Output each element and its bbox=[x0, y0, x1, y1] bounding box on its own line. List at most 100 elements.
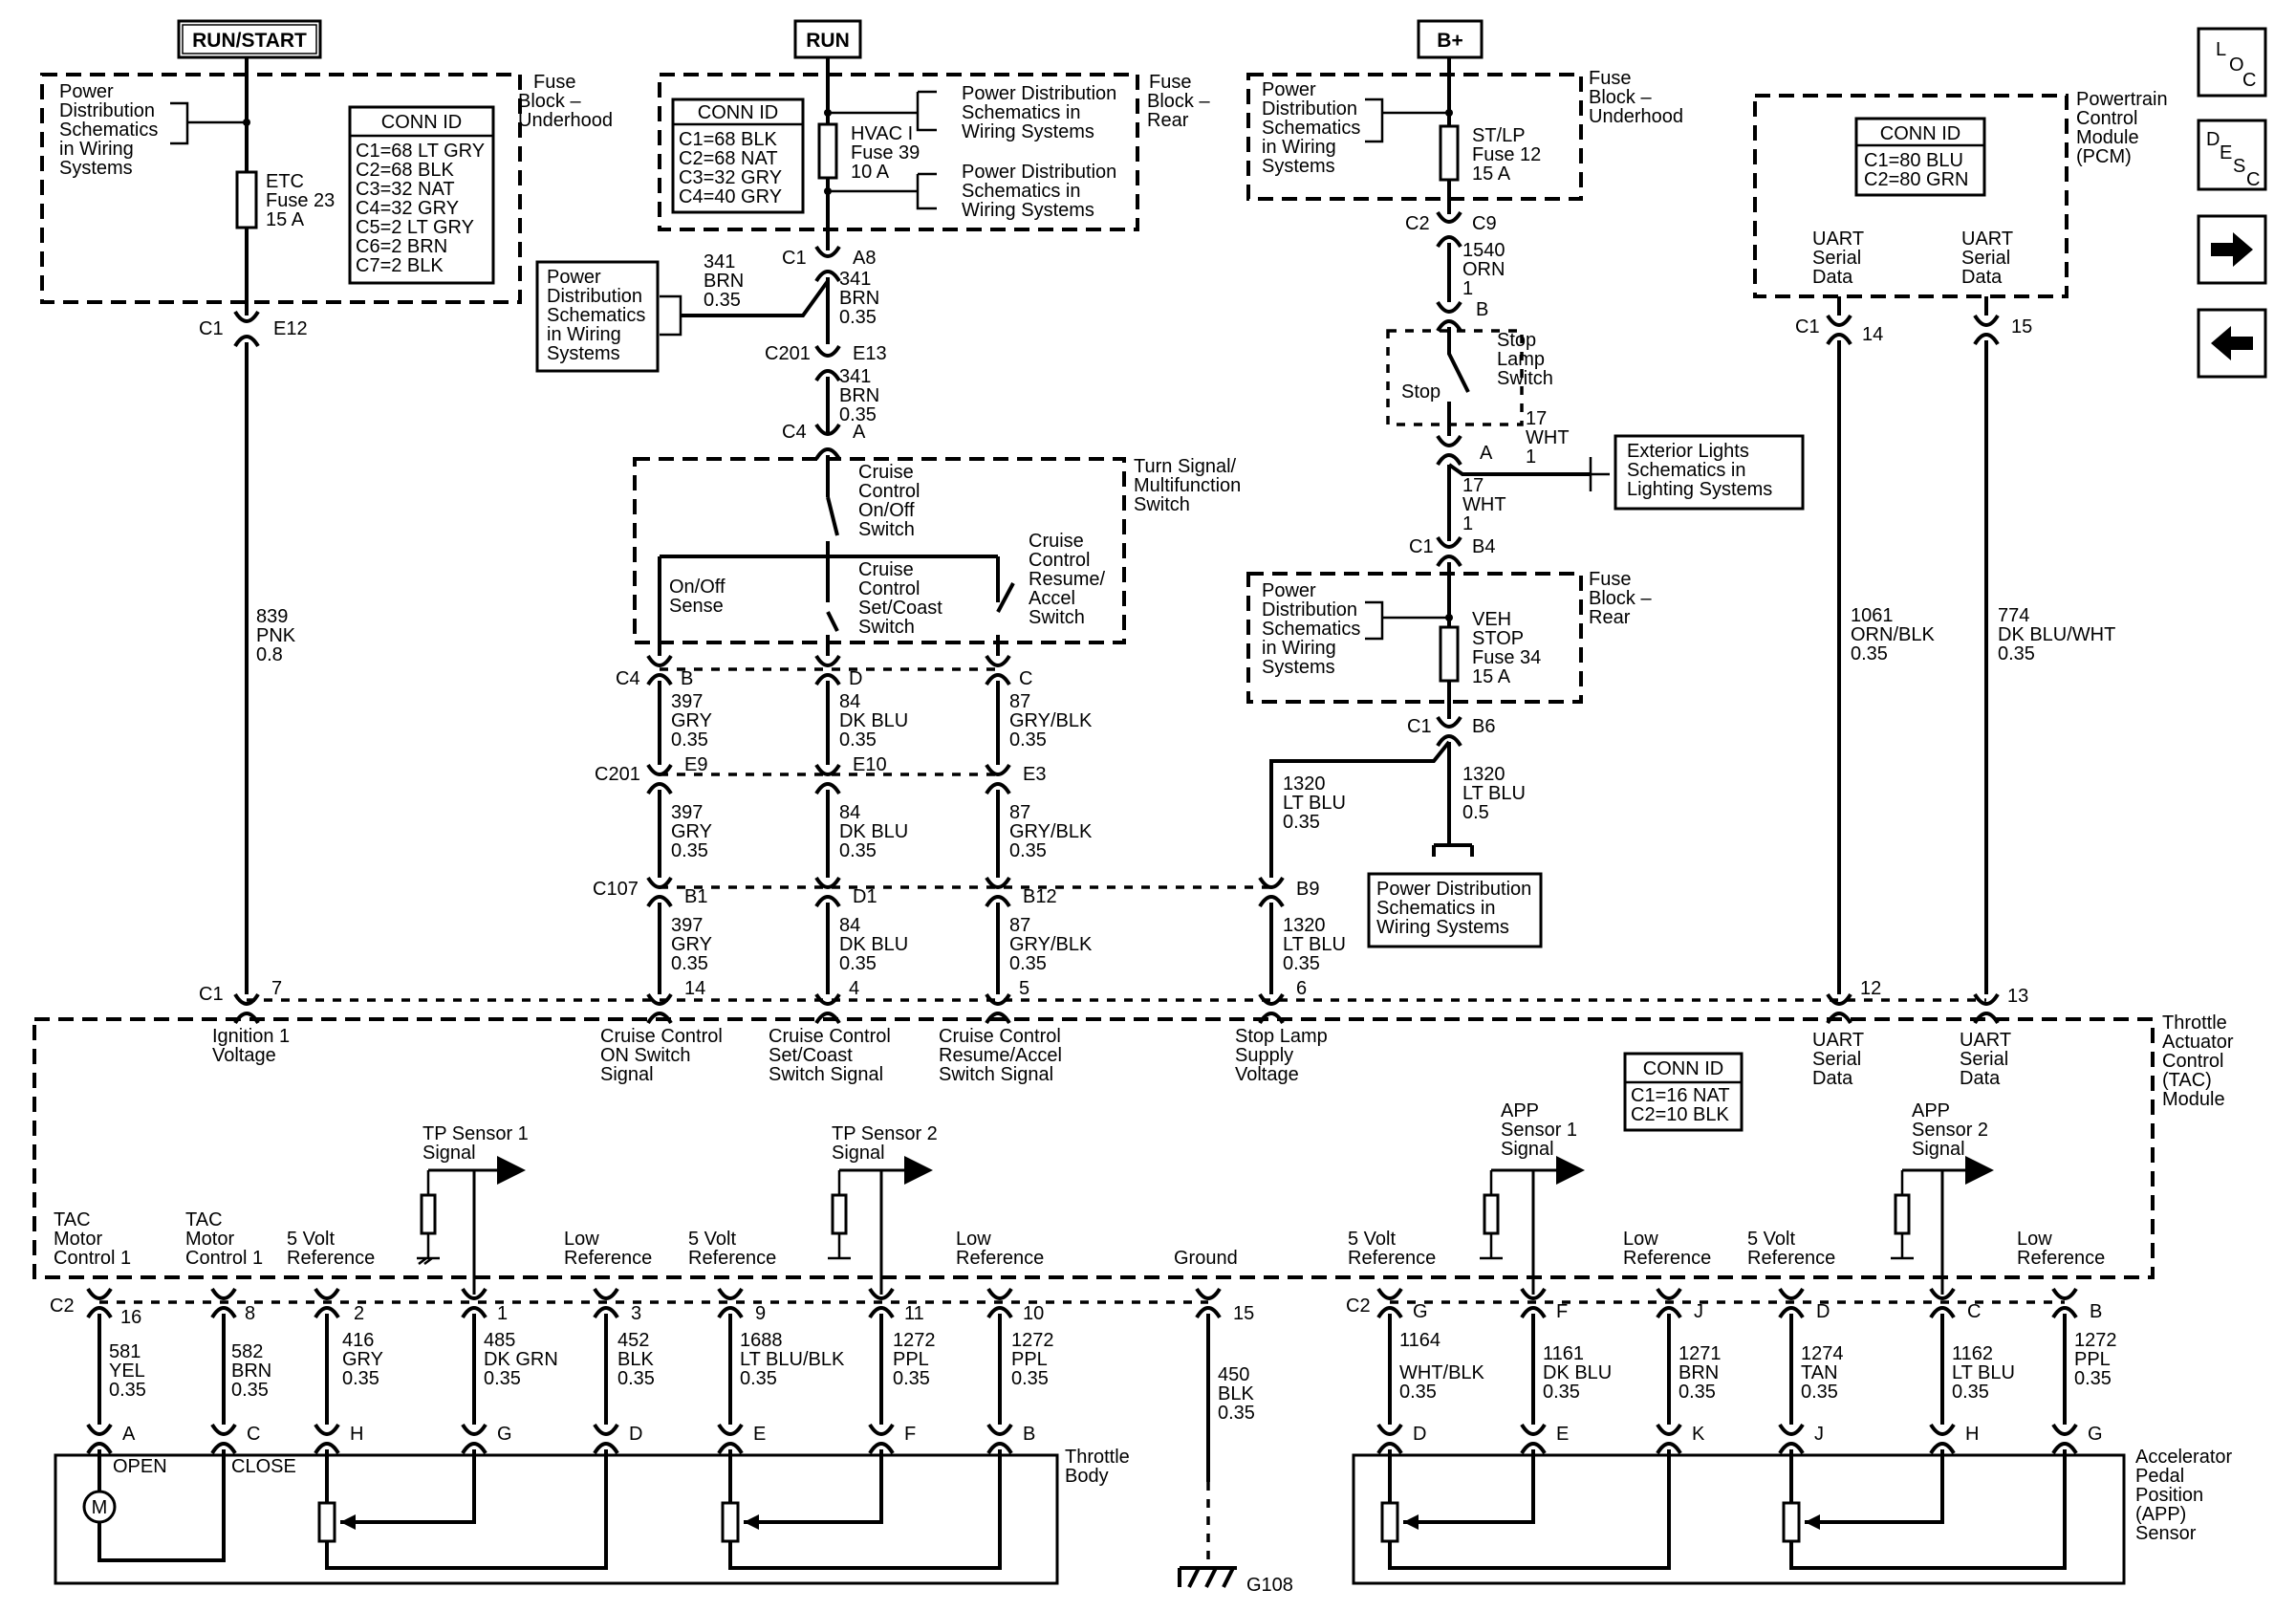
nav-back-button[interactable] bbox=[2197, 308, 2267, 379]
svg-text:CONN ID: CONN ID bbox=[1880, 123, 1960, 144]
svg-text:Underhood: Underhood bbox=[1589, 106, 1683, 127]
svg-text:ORN: ORN bbox=[1462, 259, 1505, 280]
svg-text:14: 14 bbox=[1862, 324, 1883, 345]
svg-text:TAC: TAC bbox=[185, 1209, 223, 1230]
svg-text:Signal: Signal bbox=[422, 1143, 476, 1164]
svg-text:Signal: Signal bbox=[1912, 1139, 1965, 1160]
svg-text:Control: Control bbox=[2162, 1051, 2223, 1072]
svg-text:Schematics in: Schematics in bbox=[1627, 460, 1746, 481]
svg-text:GRY: GRY bbox=[671, 821, 712, 842]
svg-text:Block –: Block – bbox=[1589, 588, 1652, 609]
svg-text:Low: Low bbox=[2017, 1229, 2052, 1250]
svg-text:1320: 1320 bbox=[1462, 764, 1505, 785]
svg-text:Systems: Systems bbox=[1262, 156, 1335, 177]
svg-text:C5=2 LT GRY: C5=2 LT GRY bbox=[356, 217, 474, 238]
svg-text:GRY/BLK: GRY/BLK bbox=[1009, 821, 1093, 842]
svg-text:10: 10 bbox=[1023, 1303, 1044, 1324]
svg-text:C4=32 GRY: C4=32 GRY bbox=[356, 198, 459, 219]
svg-text:581: 581 bbox=[109, 1341, 141, 1362]
svg-text:0.35: 0.35 bbox=[1011, 1368, 1049, 1389]
svg-text:0.35: 0.35 bbox=[740, 1368, 777, 1389]
svg-text:B6: B6 bbox=[1472, 716, 1495, 737]
svg-text:BRN: BRN bbox=[231, 1361, 271, 1382]
svg-text:K: K bbox=[1692, 1424, 1705, 1445]
exterior-lights-box: Exterior Lights Schematics in Lighting S… bbox=[1614, 434, 1805, 511]
svg-text:Block –: Block – bbox=[1589, 87, 1652, 108]
svg-text:Distribution: Distribution bbox=[547, 286, 642, 307]
svg-text:Reference: Reference bbox=[1747, 1248, 1835, 1269]
nav-desc-button[interactable]: D E S C bbox=[2197, 119, 2267, 191]
svg-text:Switch: Switch bbox=[858, 617, 915, 638]
svg-text:Resume/Accel: Resume/Accel bbox=[939, 1045, 1062, 1066]
svg-text:0.35: 0.35 bbox=[1009, 840, 1047, 861]
svg-text:Switch Signal: Switch Signal bbox=[939, 1064, 1053, 1085]
svg-text:C201: C201 bbox=[595, 764, 640, 785]
svg-text:Low: Low bbox=[1623, 1229, 1658, 1250]
svg-text:839: 839 bbox=[256, 606, 288, 627]
svg-text:Control: Control bbox=[858, 481, 920, 502]
svg-text:0.35: 0.35 bbox=[231, 1380, 269, 1401]
svg-text:1272: 1272 bbox=[1011, 1330, 1054, 1351]
svg-text:Schematics in: Schematics in bbox=[962, 181, 1081, 202]
svg-text:Systems: Systems bbox=[547, 343, 620, 364]
motor-icon bbox=[82, 1490, 117, 1524]
svg-text:C1: C1 bbox=[199, 984, 224, 1005]
svg-text:M: M bbox=[92, 1497, 108, 1518]
svg-text:WHT/BLK: WHT/BLK bbox=[1399, 1362, 1485, 1383]
svg-text:Distribution: Distribution bbox=[1262, 599, 1357, 620]
svg-text:0.35: 0.35 bbox=[617, 1368, 655, 1389]
nav-next-button[interactable] bbox=[2197, 214, 2267, 285]
svg-text:0.35: 0.35 bbox=[1009, 953, 1047, 974]
app-sensor: Accelerator Pedal Position (APP) Sensor bbox=[1352, 1447, 2232, 1585]
svg-text:15: 15 bbox=[1233, 1303, 1254, 1324]
svg-text:Accel: Accel bbox=[1029, 588, 1075, 609]
svg-text:B: B bbox=[1023, 1424, 1035, 1445]
svg-text:On/Off: On/Off bbox=[669, 577, 726, 598]
psd-box-bottom: Power Distribution Schematics in Wiring … bbox=[1367, 872, 1543, 948]
svg-text:774: 774 bbox=[1998, 605, 2029, 626]
svg-text:Power Distribution: Power Distribution bbox=[1376, 879, 1531, 900]
svg-text:ON Switch: ON Switch bbox=[600, 1045, 690, 1066]
svg-text:S: S bbox=[2233, 156, 2245, 177]
svg-text:0.35: 0.35 bbox=[2074, 1368, 2112, 1389]
svg-text:Switch: Switch bbox=[858, 519, 915, 540]
svg-text:C2=68 NAT: C2=68 NAT bbox=[679, 148, 778, 169]
svg-text:APP: APP bbox=[1912, 1100, 1950, 1121]
nav-loc-button[interactable]: L O C bbox=[2197, 27, 2267, 98]
svg-text:Reference: Reference bbox=[1623, 1248, 1711, 1269]
svg-text:Cruise: Cruise bbox=[858, 462, 914, 483]
svg-text:1162: 1162 bbox=[1952, 1343, 1993, 1364]
svg-text:0.35: 0.35 bbox=[1399, 1382, 1437, 1403]
svg-text:C1: C1 bbox=[1407, 716, 1432, 737]
svg-text:452: 452 bbox=[617, 1330, 649, 1351]
svg-text:Pedal: Pedal bbox=[2135, 1466, 2184, 1487]
svg-text:15: 15 bbox=[2011, 316, 2032, 337]
connector-c201-row: C201 E9 E10 E3 397 GRY 0.35 84 DK BLU 0.… bbox=[595, 754, 1093, 878]
svg-text:(TAC): (TAC) bbox=[2162, 1070, 2212, 1091]
svg-text:Control 1: Control 1 bbox=[54, 1248, 131, 1269]
svg-text:O: O bbox=[2229, 54, 2244, 76]
svg-text:Throttle: Throttle bbox=[1065, 1447, 1130, 1468]
svg-text:in Wiring: in Wiring bbox=[1262, 638, 1336, 659]
svg-text:B: B bbox=[2090, 1301, 2102, 1322]
svg-text:Power: Power bbox=[1262, 580, 1316, 601]
svg-text:F: F bbox=[1556, 1301, 1568, 1322]
svg-text:C9: C9 bbox=[1472, 213, 1497, 234]
svg-text:8: 8 bbox=[245, 1303, 255, 1324]
svg-text:Cruise Control: Cruise Control bbox=[600, 1026, 723, 1047]
svg-text:Set/Coast: Set/Coast bbox=[858, 598, 942, 619]
svg-text:Lamp: Lamp bbox=[1497, 349, 1545, 370]
wire-1320: C1 B6 1320 LT BLU 0.35 1320 LT BLU 0.5 bbox=[1269, 715, 1526, 878]
svg-text:0.35: 0.35 bbox=[1801, 1382, 1838, 1403]
svg-text:Switch: Switch bbox=[1134, 494, 1190, 515]
svg-text:C: C bbox=[247, 1424, 260, 1445]
svg-text:Sensor 2: Sensor 2 bbox=[1912, 1120, 1988, 1141]
svg-text:5: 5 bbox=[1019, 978, 1029, 999]
tac-c1-row: C1 7 14 4 5 6 12 13 bbox=[199, 978, 2028, 1025]
svg-text:OPEN: OPEN bbox=[113, 1456, 167, 1477]
svg-text:Schematics: Schematics bbox=[547, 305, 645, 326]
svg-text:Accelerator: Accelerator bbox=[2135, 1447, 2232, 1468]
svg-text:C1: C1 bbox=[1409, 536, 1434, 557]
svg-text:15 A: 15 A bbox=[1472, 666, 1511, 687]
svg-text:Switch: Switch bbox=[1029, 607, 1085, 628]
